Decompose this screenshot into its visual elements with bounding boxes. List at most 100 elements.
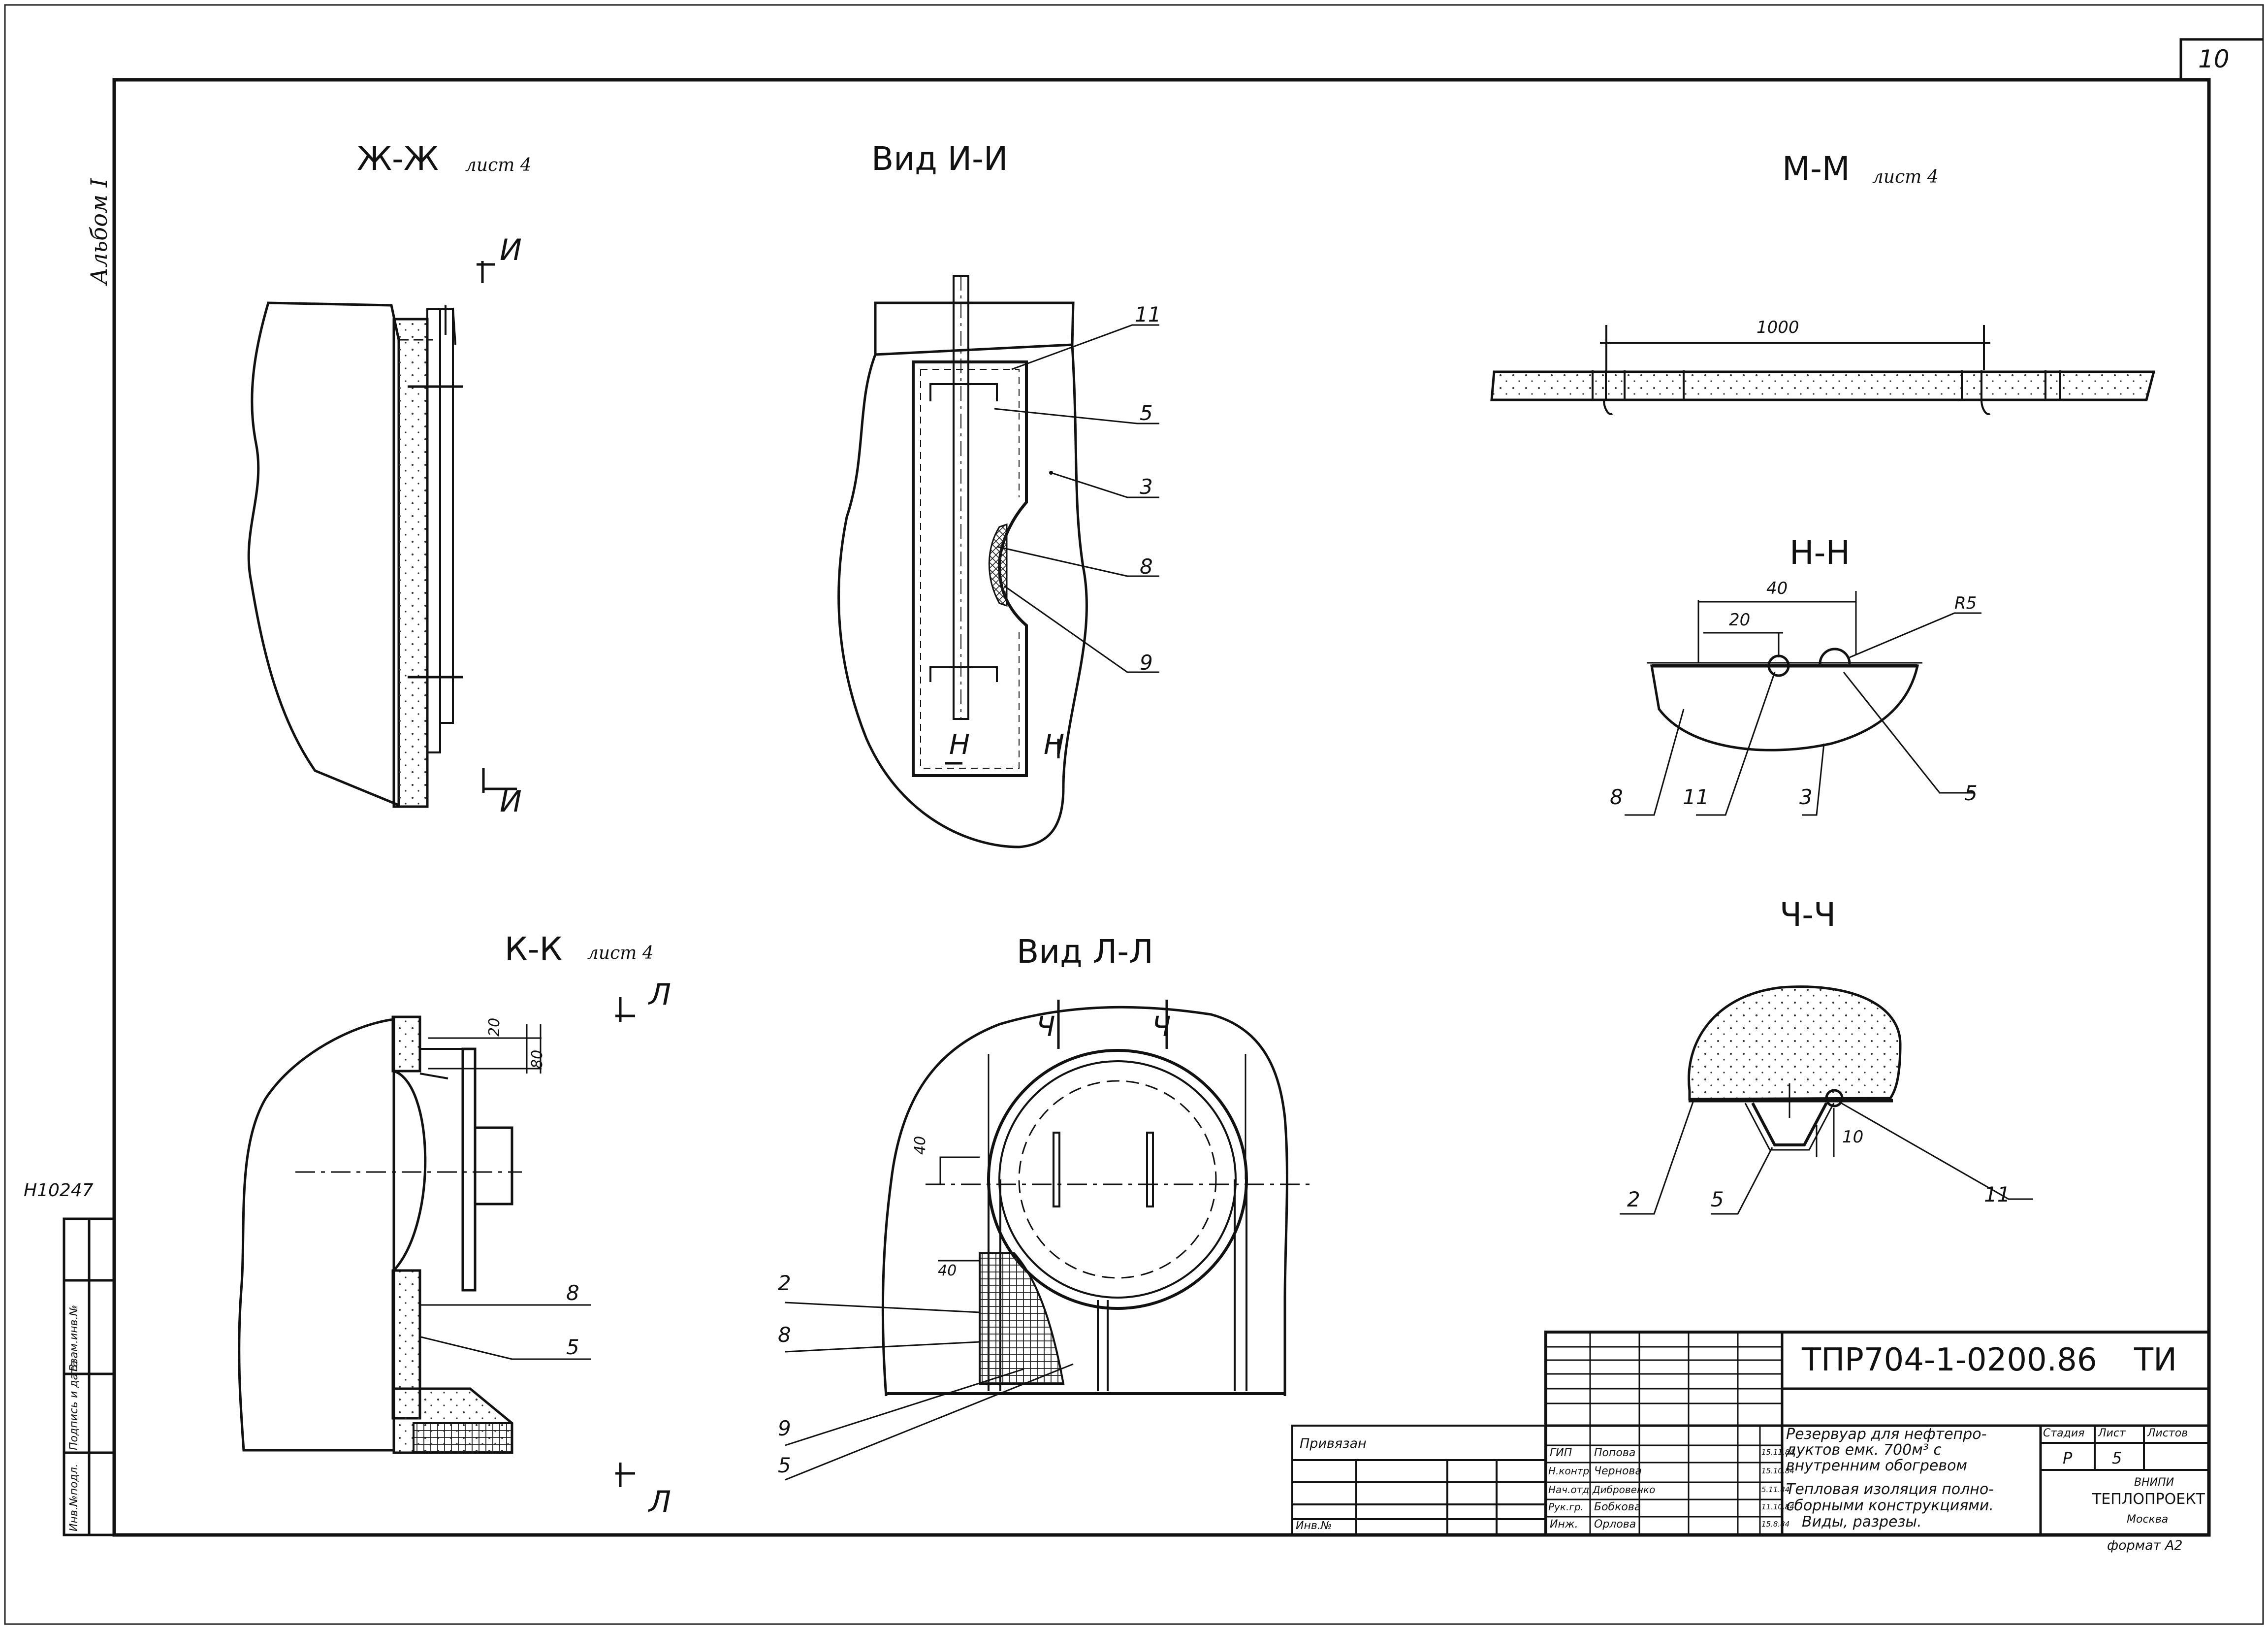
zh-break-outline: [247, 301, 400, 807]
side-stamp: [63, 1217, 116, 1536]
k-cut-bottom: Л: [649, 1485, 671, 1519]
ch-body: [1688, 985, 1902, 1101]
ch-dim-10: 10: [1842, 1127, 1864, 1147]
n-radius: R5: [1954, 593, 1977, 613]
sheet-title-3: Виды, разрезы.: [1802, 1513, 1922, 1531]
stage-value: Р: [2063, 1449, 2073, 1467]
format-label: формат А2: [2107, 1538, 2183, 1553]
signer-role-2: Н.контр.: [1548, 1465, 1593, 1477]
zh-ref: лист 4: [465, 155, 532, 175]
i-mesh-patch: [988, 523, 1008, 607]
project-title-2: дуктов емк. 700м³ с: [1786, 1441, 1942, 1459]
attachment-block: [1291, 1425, 1547, 1536]
zh-insulation-panel: [392, 318, 429, 808]
i-callout-3: 3: [1140, 475, 1153, 499]
k-break-outline: [238, 1018, 395, 1452]
stamp-inv: Инв.№подл.: [68, 1464, 80, 1531]
sheet-number: 10: [2198, 45, 2230, 73]
l-cut-right: Ч: [1152, 1011, 1171, 1043]
signer-name-1: Попова: [1594, 1447, 1636, 1459]
org-3: Москва: [2127, 1513, 2169, 1526]
signer-name-5: Орлова: [1594, 1518, 1636, 1531]
k-title: К-К: [505, 930, 563, 968]
signer-date-2: 15.10.84: [1761, 1466, 1794, 1475]
col-sheet-label: Лист: [2098, 1427, 2126, 1439]
org-1: ВНИПИ: [2134, 1476, 2174, 1489]
doc-mark: ТИ: [2134, 1342, 2177, 1378]
i-title: Вид И-И: [871, 140, 1008, 178]
k-callout-8: 8: [566, 1281, 579, 1305]
l-callout-8: 8: [778, 1323, 791, 1347]
l-dim-40b: 40: [938, 1262, 957, 1279]
project-title-1: Резервуар для нефтепро-: [1786, 1426, 1987, 1443]
stamp-replace: Взам.инв.№: [68, 1304, 80, 1371]
i-callout-5: 5: [1140, 401, 1153, 425]
signer-role-4: Рук.гр.: [1548, 1501, 1584, 1513]
signer-date-5: 15.8.84: [1761, 1520, 1790, 1529]
zh-cut-bottom: И: [500, 784, 522, 819]
l-cut-left: Ч: [1036, 1011, 1055, 1043]
k-dome: [393, 1070, 427, 1271]
attached-label: Привязан: [1300, 1436, 1367, 1451]
signer-name-4: Бобкова: [1594, 1501, 1641, 1513]
l-mesh-fill: [979, 1252, 1065, 1385]
zh-cut-top: И: [500, 233, 522, 267]
inventory-code: Н10247: [24, 1180, 94, 1201]
sheet-value: 5: [2112, 1449, 2122, 1467]
drawing-frame: [112, 78, 2211, 1537]
i-callout-8: 8: [1140, 554, 1153, 579]
ch-callout-5: 5: [1711, 1187, 1724, 1211]
view-k: [238, 997, 635, 1487]
m-title: М-М: [1782, 150, 1850, 188]
i-insulation-block: [912, 360, 1028, 777]
n-title: Н-Н: [1789, 534, 1851, 572]
k-cut-top: Л: [649, 977, 671, 1012]
l-hatch-cover: [1018, 1080, 1217, 1279]
n-half-pipe-5: [1819, 648, 1851, 664]
signer-role-1: ГИП: [1550, 1447, 1572, 1459]
ch-pipe-11: [1825, 1089, 1844, 1108]
m-ref: лист 4: [1872, 167, 1939, 187]
n-body: [1650, 664, 1919, 751]
album-label: Альбом I: [86, 178, 112, 285]
view-l: [785, 1000, 1310, 1481]
view-m: [1490, 325, 2156, 415]
view-ch: [1620, 985, 2033, 1215]
l-callout-2: 2: [778, 1271, 791, 1295]
doc-code: ТПР704-1-0200.86: [1802, 1342, 2097, 1378]
signer-name-3: Дибровенко: [1593, 1484, 1656, 1496]
n-dim-20: 20: [1729, 610, 1751, 630]
m-panel: [1490, 370, 2156, 401]
n-callout-8: 8: [1610, 785, 1623, 809]
signer-role-3: Нач.отд.: [1548, 1484, 1593, 1496]
m-dim-1000: 1000: [1757, 318, 1799, 337]
ch-callout-2: 2: [1627, 1187, 1640, 1211]
i-cover-plate: [874, 301, 1075, 356]
k-dim-80: 80: [529, 1049, 546, 1069]
n-callout-5: 5: [1964, 781, 1978, 805]
ch-title: Ч-Ч: [1780, 896, 1836, 934]
zh-title: Ж-Ж: [357, 140, 439, 178]
signer-name-2: Чернова: [1594, 1465, 1642, 1477]
n-callout-11: 11: [1683, 785, 1709, 809]
l-title: Вид Л-Л: [1017, 933, 1153, 971]
i-cut-right: Н: [1044, 729, 1065, 761]
view-zh: [247, 261, 517, 808]
k-callout-5: 5: [566, 1335, 579, 1359]
org-2: ТЕПЛОПРОЕКТ: [2092, 1491, 2205, 1508]
i-callout-9: 9: [1140, 651, 1153, 675]
i-callout-11: 11: [1135, 302, 1161, 326]
i-break-outline: [837, 344, 1088, 848]
l-callout-5: 5: [778, 1453, 791, 1477]
signer-date-3: 5.11.84: [1761, 1485, 1790, 1494]
view-n: [1625, 591, 1981, 816]
n-callout-3: 3: [1799, 785, 1813, 809]
k-panel-upper: [391, 1015, 421, 1073]
signer-role-5: Инж.: [1550, 1518, 1578, 1531]
col-stage-label: Стадия: [2043, 1427, 2085, 1439]
l-outline: [881, 1006, 1288, 1397]
outer-frame: [4, 4, 2264, 1625]
k-ref: лист 4: [587, 943, 654, 963]
col-sheets-label: Листов: [2147, 1427, 2188, 1439]
